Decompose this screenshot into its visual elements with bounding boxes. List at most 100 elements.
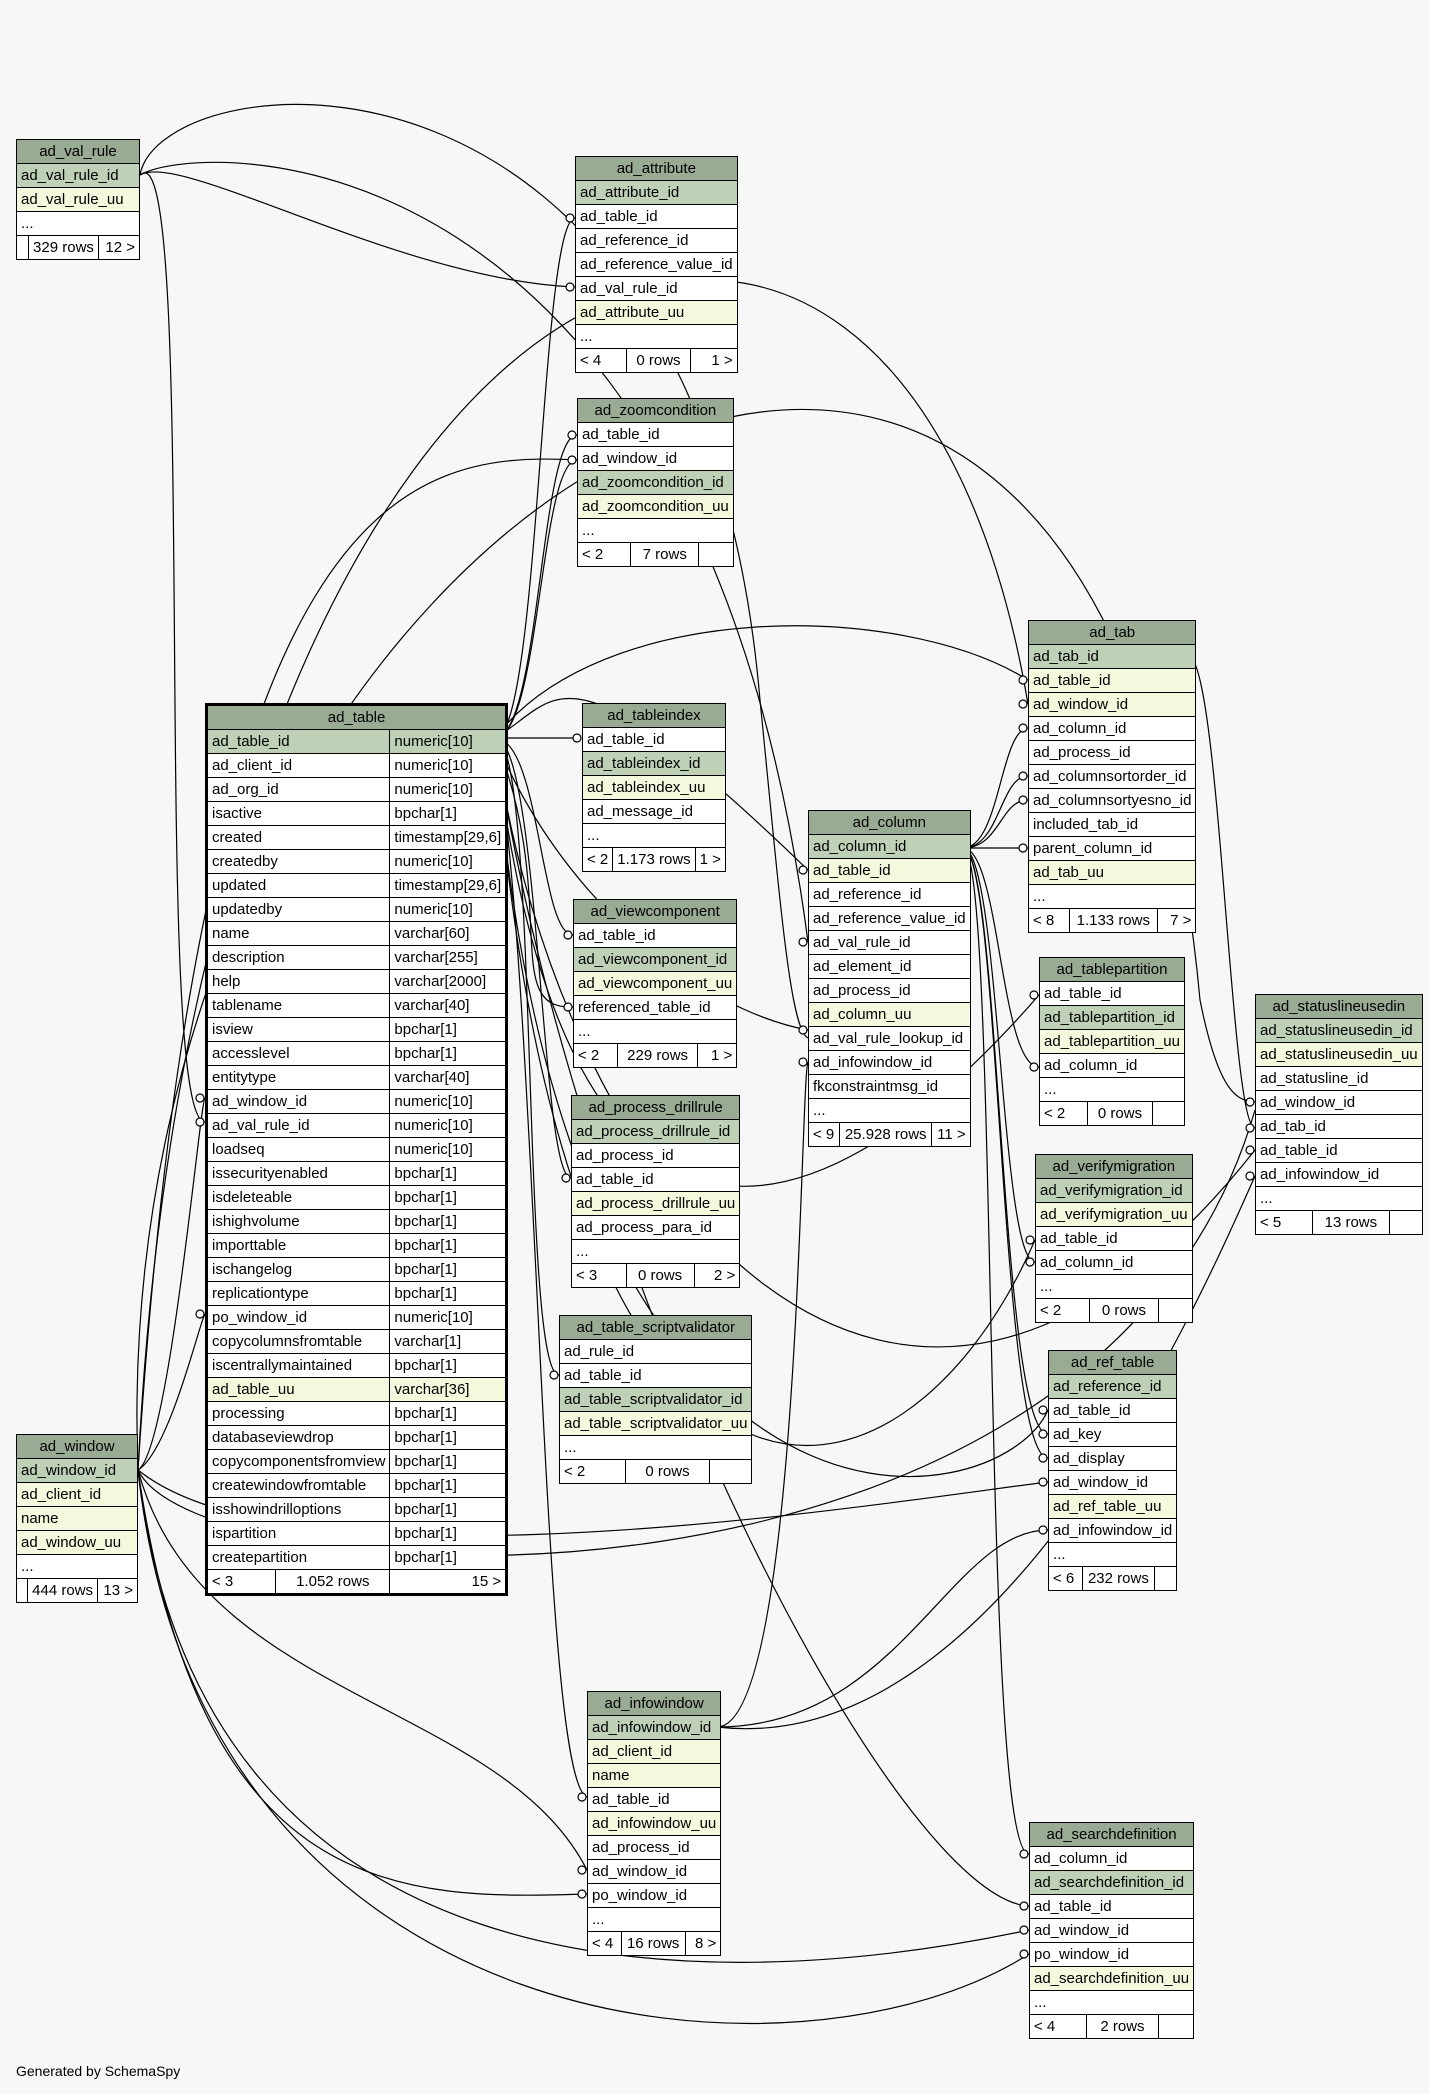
column-row[interactable]: ad_window_id (1028, 1918, 1195, 1943)
column-row[interactable]: ... (1047, 1542, 1178, 1567)
parents-link[interactable]: < 3 (571, 1263, 627, 1288)
column-row[interactable]: ad_table_id (572, 923, 738, 948)
children-link[interactable]: 8 > (684, 1931, 722, 1956)
column-row[interactable]: ad_infowindow_id (586, 1715, 722, 1740)
column-row[interactable]: included_tab_id (1027, 812, 1197, 837)
column-row[interactable]: ... (582, 823, 726, 848)
table-title[interactable]: ad_verifymigration (1035, 1154, 1193, 1179)
column-row[interactable]: ad_process_id (586, 1835, 722, 1860)
column-row[interactable]: ad_reference_value_id (575, 252, 738, 277)
column-row[interactable]: ad_message_id (582, 799, 726, 824)
column-row[interactable]: ... (16, 211, 140, 236)
children-link[interactable]: 12 > (98, 235, 140, 260)
parents-link[interactable] (16, 1578, 28, 1603)
parents-link[interactable]: < 4 (575, 348, 627, 373)
table-title[interactable]: ad_zoomcondition (577, 398, 734, 423)
column-row[interactable]: ad_table_id (570, 1167, 741, 1192)
column-row[interactable]: po_window_id (1028, 1942, 1195, 1967)
children-link[interactable]: 7 > (1156, 908, 1197, 933)
column-row[interactable]: ad_searchdefinition_id (1028, 1870, 1195, 1895)
column-row[interactable]: ad_table_id (558, 1363, 753, 1388)
children-link[interactable]: 1 > (694, 847, 726, 872)
table-title[interactable]: ad_tab (1027, 620, 1197, 645)
table-title[interactable]: ad_viewcomponent (572, 899, 738, 924)
column-row[interactable]: ad_process_id (570, 1143, 741, 1168)
column-row[interactable]: ad_process_para_id (570, 1215, 741, 1240)
column-row[interactable]: referenced_table_id (572, 995, 738, 1020)
column-row[interactable]: ad_process_drillrule_uu (570, 1191, 741, 1216)
children-link[interactable] (1388, 1210, 1423, 1235)
column-row[interactable]: ad_column_id (808, 834, 971, 859)
parents-link[interactable]: < 2 (558, 1459, 627, 1484)
table-title[interactable]: ad_attribute (575, 156, 738, 181)
column-row[interactable]: ad_tablepartition_uu (1039, 1029, 1185, 1054)
column-row[interactable]: ad_tab_id (1255, 1114, 1423, 1139)
column-row[interactable]: name (16, 1506, 138, 1531)
column-row[interactable]: ad_verifymigration_uu (1035, 1202, 1193, 1227)
column-row[interactable]: ad_verifymigration_id (1035, 1178, 1193, 1203)
column-row[interactable]: ad_column_id (1039, 1053, 1185, 1078)
children-link[interactable] (708, 1459, 753, 1484)
column-row[interactable]: ad_columnsortorder_id (1027, 764, 1197, 789)
table-title[interactable]: ad_searchdefinition (1028, 1822, 1195, 1847)
table-title[interactable]: ad_statuslineusedin (1255, 994, 1423, 1019)
column-row[interactable]: po_window_id (586, 1883, 722, 1908)
column-row[interactable]: ad_table_id (1027, 668, 1197, 693)
column-row[interactable]: ad_statusline_id (1255, 1066, 1423, 1091)
column-row[interactable]: ... (570, 1239, 741, 1264)
column-row[interactable]: ad_infowindow_id (1047, 1518, 1178, 1543)
column-row[interactable]: ... (575, 324, 738, 349)
column-row[interactable]: ad_window_id (586, 1859, 722, 1884)
table-title[interactable]: ad_table (205, 704, 508, 730)
column-row[interactable]: ad_table_id (577, 422, 734, 447)
parents-link[interactable]: < 6 (1047, 1566, 1084, 1591)
column-row[interactable]: ... (1039, 1077, 1185, 1102)
column-row[interactable]: ad_viewcomponent_id (572, 947, 738, 972)
parents-link[interactable]: < 9 (807, 1122, 841, 1147)
children-link[interactable] (1157, 1298, 1193, 1323)
column-row[interactable]: ad_table_id (1028, 1894, 1195, 1919)
column-row[interactable]: ad_val_rule_lookup_id (808, 1026, 971, 1051)
column-row[interactable]: ad_val_rule_id (808, 930, 971, 955)
column-row[interactable]: ad_table_id (1047, 1398, 1178, 1423)
column-row[interactable]: ad_tab_id (1027, 644, 1197, 669)
column-row[interactable]: ad_window_id (1047, 1470, 1178, 1495)
column-row[interactable]: ad_infowindow_id (1255, 1162, 1423, 1187)
column-row[interactable]: ad_reference_id (1047, 1374, 1178, 1399)
column-row[interactable]: ... (808, 1098, 971, 1123)
table-title[interactable]: ad_table_scriptvalidator (558, 1315, 753, 1340)
column-row[interactable]: parent_column_id (1027, 836, 1197, 861)
children-link[interactable] (698, 542, 734, 567)
